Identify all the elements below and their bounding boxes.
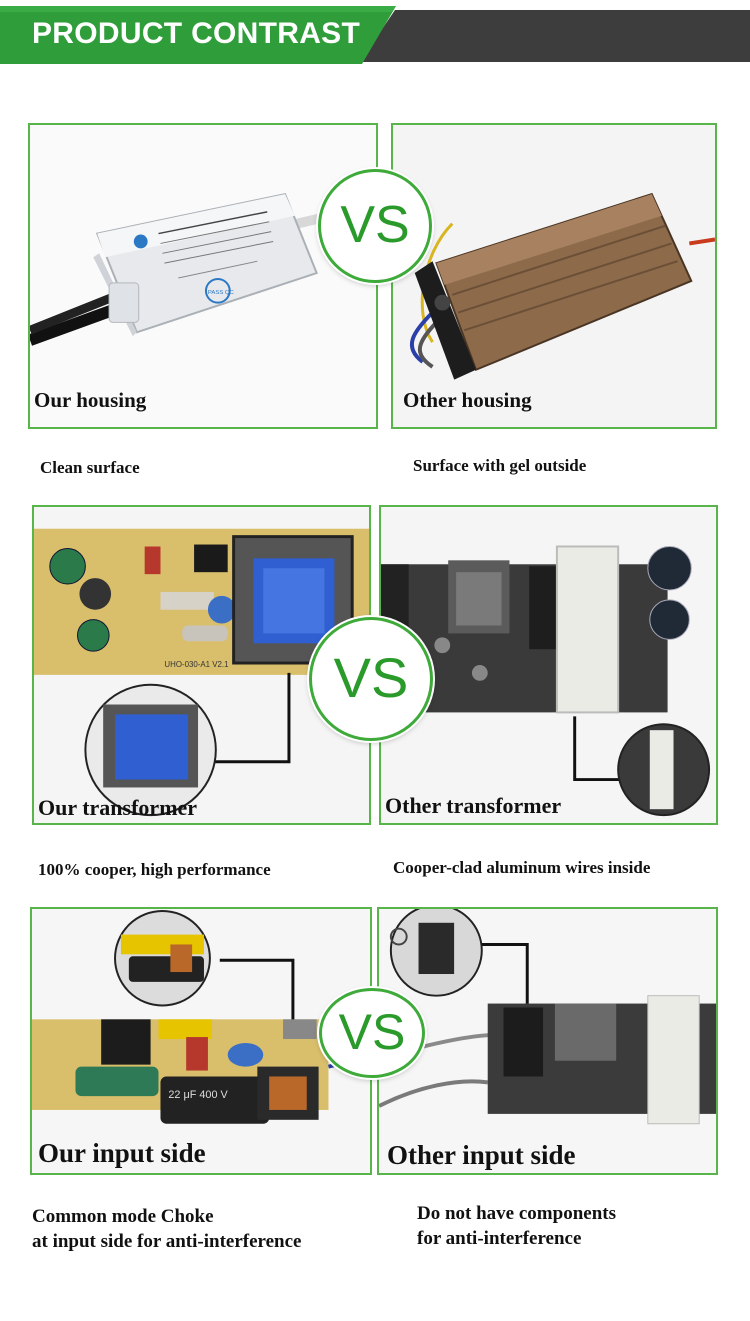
caption-our-input-line1: Common mode Choke <box>32 1206 214 1227</box>
caption-our-input-line2: at input side for anti-interference <box>32 1231 302 1252</box>
banner-title: PRODUCT CONTRAST <box>32 17 361 50</box>
vs-text: VS <box>338 1004 406 1060</box>
pcb-code: UHO-030-A1 V2.1 <box>164 660 228 669</box>
vs-badge-2: VS <box>309 617 433 741</box>
caption-other-input-line1: Do not have components <box>417 1203 616 1224</box>
our-input-side-label: Our input side <box>38 1138 206 1168</box>
our-input-side-photo: 22 μF 400 V <box>32 909 370 1173</box>
caption-other-input-line2: for anti-interference <box>417 1228 582 1249</box>
vs-badge-3: VS <box>319 988 425 1078</box>
panel-our-input-side: 22 μF 400 V Our input side <box>30 907 372 1175</box>
caption-other-transformer: Cooper-clad aluminum wires inside <box>393 858 651 877</box>
panel-other-housing: Other housing <box>391 123 717 429</box>
banner-green-tab <box>0 6 396 64</box>
capacitor-text: 22 μF 400 V <box>168 1089 228 1101</box>
other-transformer-photo <box>381 507 716 823</box>
other-housing-label: Other housing <box>403 388 532 412</box>
vs-badge-1: VS <box>318 169 432 283</box>
panel-other-transformer: Other transformer <box>379 505 718 825</box>
caption-our-transformer: 100% cooper, high performance <box>38 860 271 879</box>
other-input-side-label: Other input side <box>387 1140 576 1170</box>
our-housing-photo: PASS QC <box>30 125 376 427</box>
caption-our-housing: Clean surface <box>40 458 140 477</box>
panel-our-housing: PASS QC Our housing <box>28 123 378 429</box>
panel-other-input-side: Other input side <box>377 907 718 1175</box>
caption-other-housing: Surface with gel outside <box>413 456 587 475</box>
banner-shape <box>0 6 750 64</box>
other-housing-photo <box>393 125 715 427</box>
vs-text: VS <box>333 646 409 709</box>
our-housing-label: Our housing <box>34 388 147 412</box>
other-transformer-label: Other transformer <box>385 793 562 818</box>
caption-our-input-side: Common mode Choke at input side for anti… <box>32 1204 301 1254</box>
header-banner: PRODUCT CONTRAST <box>0 0 750 66</box>
other-input-side-photo <box>379 909 716 1173</box>
pass-stamp: PASS QC <box>208 290 235 296</box>
our-transformer-label: Our transformer <box>38 795 198 820</box>
caption-other-input-side: Do not have components for anti-interfer… <box>417 1201 616 1251</box>
banner-dark-strip <box>360 10 750 62</box>
vs-text: VS <box>340 196 410 254</box>
